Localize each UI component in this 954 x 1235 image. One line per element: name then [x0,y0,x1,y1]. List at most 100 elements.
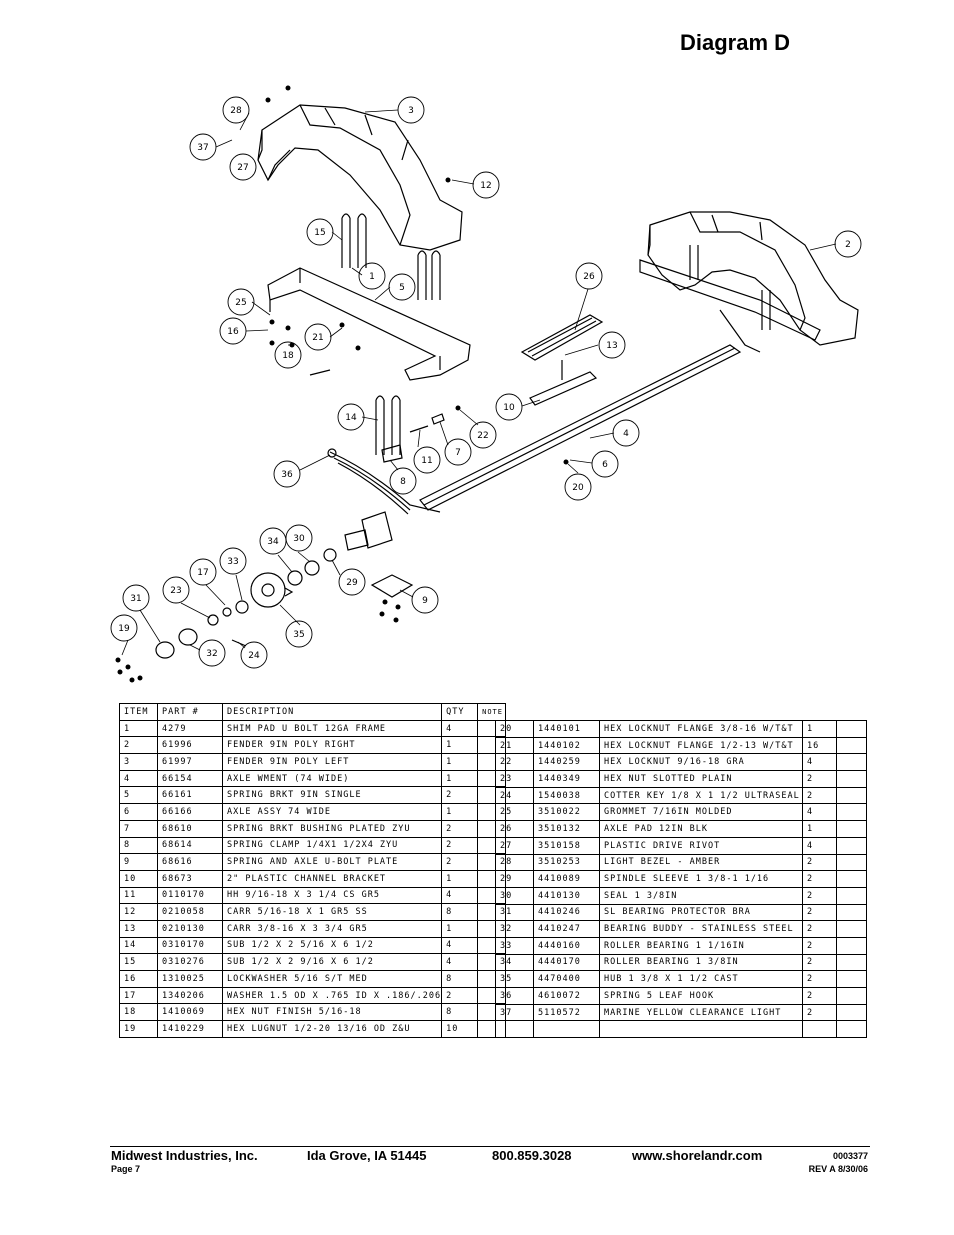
cell-note [836,1020,867,1039]
cell-description: LOCKWASHER 5/16 S/T MED [221,970,443,988]
cell-description: WASHER 1.5 OD X .765 ID X .186/.206 [221,986,443,1005]
callout-label: 3 [408,106,414,116]
cell-part-number: 1340206 [157,986,223,1005]
cell-part-number: 1410229 [157,1020,223,1038]
cell-part-number: 3510022 [533,803,600,822]
right-fender-drawing [647,211,859,346]
cell-qty: 4 [441,936,479,955]
callout-label: 33 [227,557,238,567]
cell-description: SPRING CLAMP 1/4X1 1/2X4 ZYU [221,836,443,855]
right-bracket-drawing [639,245,821,353]
cell-part-number: 4410247 [533,920,600,938]
cell-item: 37 [495,1003,534,1022]
callout-label: 30 [293,534,305,544]
cell-item: 27 [495,836,534,855]
cell-item: 12 [119,903,158,921]
cell-description: LIGHT BEZEL - AMBER [599,853,803,872]
cell-qty: 2 [441,819,479,838]
washer-drawing [222,607,232,617]
cell-note [836,770,867,788]
cell-description: SPRING BRKT 9IN SINGLE [221,786,443,805]
col-qty: QTY [441,703,479,721]
cell-qty: 1 [802,720,837,738]
cell-item: 30 [495,886,534,905]
cell-item: 16 [119,970,158,988]
cell-item: 36 [495,987,534,1005]
cell-description: HEX LOCKNUT FLANGE 1/2-13 W/T&T [599,736,803,755]
cell-description: 2" PLASTIC CHANNEL BRACKET [221,869,443,888]
callout-label: 17 [197,568,208,578]
cell-description: ROLLER BEARING 1 1/16IN [599,936,803,955]
protector-drawing [155,641,175,659]
cell-qty: 2 [802,853,837,872]
cell-part-number: 61997 [157,753,223,771]
callout-label: 28 [230,106,242,116]
cell-part-number: 1440101 [533,720,600,738]
cell-qty: 2 [802,786,837,805]
cell-description: HH 9/16-18 X 3 1/4 CS GR5 [221,886,443,905]
cell-item: 9 [119,853,158,871]
cell-qty: 1 [441,869,479,888]
cell-note [836,953,867,972]
cell-description: HUB 1 3/8 X 1 1/2 CAST [599,970,803,988]
cell-description: COTTER KEY 1/8 X 1 1/2 ULTRASEAL [599,786,803,805]
cell-note [836,820,867,838]
cell-note [836,853,867,872]
col-description: DESCRIPTION [221,703,443,721]
cell-qty: 2 [802,770,837,788]
cell-description: HEX NUT FINISH 5/16-18 [221,1003,443,1022]
footer-divider [110,1146,870,1147]
footer-page-number: Page 7 [111,1164,141,1174]
cell-qty [802,1020,837,1039]
cell-part-number: 1440349 [533,770,600,788]
col-part-number: PART # [157,703,223,721]
cell-part-number: 68616 [157,853,223,871]
cell-qty: 1 [441,753,479,771]
footer-revision: REV A 8/30/06 [808,1164,868,1174]
cell-item: 14 [119,936,158,955]
nut-drawing [207,614,219,626]
callout-label: 36 [281,470,293,480]
cell-qty: 2 [441,786,479,805]
cell-qty: 1 [441,803,479,821]
cell-part-number: 0310170 [157,936,223,955]
cell-item: 33 [495,936,534,955]
cell-part-number: 1440259 [533,753,600,772]
hardware-nuts-drawing [115,85,569,683]
callout-label: 35 [293,630,304,640]
callout-label: 2 [845,240,851,250]
footer-website[interactable]: www.shorelandr.com [632,1148,763,1163]
callout-label: 6 [602,460,608,470]
cell-qty: 2 [802,970,837,988]
cell-description: HEX LOCKNUT FLANGE 3/8-16 W/T&T [599,720,803,738]
cell-item: 4 [119,769,158,788]
cell-item: 17 [119,986,158,1005]
callout-label: 21 [312,333,323,343]
cell-note [836,786,867,805]
cell-item: 19 [119,1020,158,1038]
seal-drawing [304,560,320,576]
cell-qty: 2 [802,936,837,955]
cell-qty: 4 [441,719,479,738]
cell-note [836,886,867,905]
cell-item: 29 [495,870,534,888]
cell-qty: 4 [441,886,479,905]
